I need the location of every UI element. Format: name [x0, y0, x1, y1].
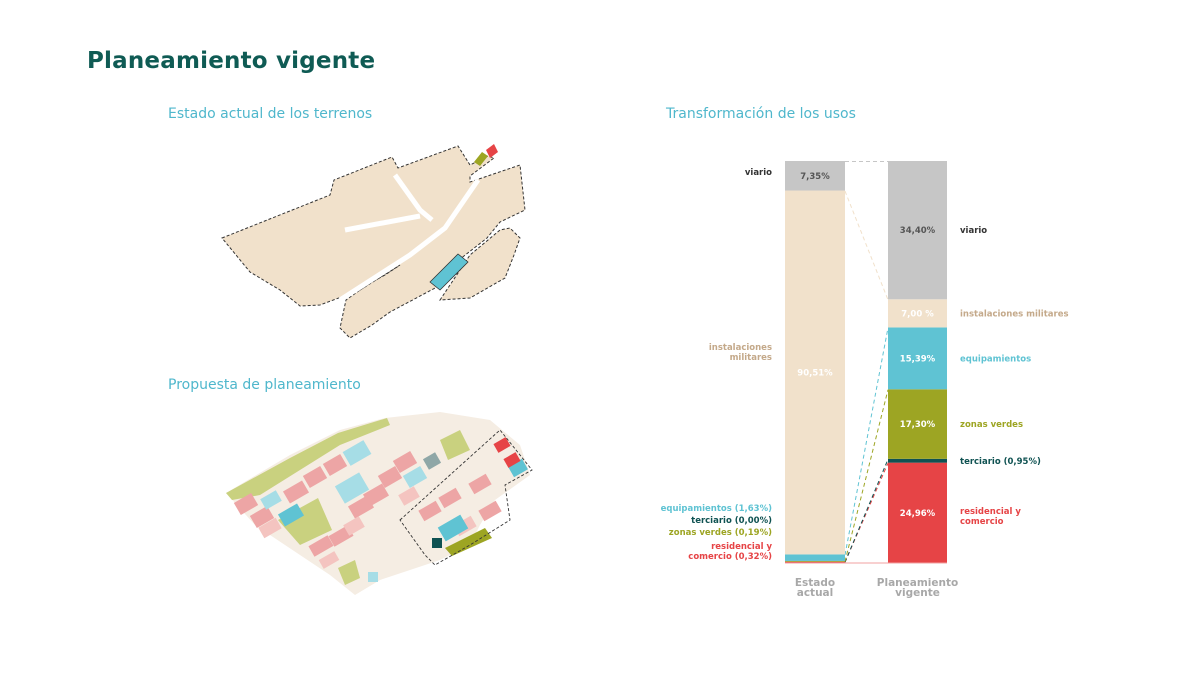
transformacion-title: Transformación de los usos [666, 106, 856, 122]
right-label-militares: instalaciones militares [960, 309, 1069, 319]
left-label-viario: viario [745, 168, 772, 178]
value-label-0-viario: 7,35% [800, 172, 830, 182]
right-label-verdes: zonas verdes [960, 420, 1023, 430]
bar-1-militares [888, 299, 947, 328]
value-label-0-militares: 90,51% [797, 368, 833, 378]
value-label-1-viario: 34,40% [900, 226, 936, 236]
bar-0-verdes [785, 560, 845, 562]
bar-0-viario [785, 161, 845, 191]
value-label-1-residencial: 24,96% [900, 509, 936, 519]
bar-0-equipamientos [785, 554, 845, 561]
bar-1-equipamientos [888, 327, 947, 390]
connector-terciario [844, 459, 889, 563]
value-label-1-militares: 7,00 % [901, 309, 934, 319]
value-label-1-equipamientos: 15,39% [900, 354, 936, 364]
bar-1-residencial [888, 462, 947, 563]
right-label-viario: viario [960, 226, 987, 236]
connector-militares [844, 190, 889, 300]
bar-0-residencial [785, 561, 845, 563]
bar-0-militares [785, 190, 845, 555]
connector-verdes [844, 389, 889, 562]
right-label-equipamientos: equipamientos [960, 354, 1031, 364]
connector-equipamientos [844, 327, 889, 555]
left-label-verdes: zonas verdes (0,19%) [669, 528, 772, 538]
right-label-terciario: terciario (0,95%) [960, 457, 1041, 467]
bar-1-verdes [888, 389, 947, 459]
left-label-terciario: terciario (0,00%) [691, 516, 772, 526]
estado-actual-title: Estado actual de los terrenos [168, 106, 373, 122]
left-label-equipamientos: equipamientos (1,63%) [661, 504, 773, 514]
bar-1-terciario [888, 458, 947, 463]
propuesta-title: Propuesta de planeamiento [168, 377, 361, 393]
bar-1-viario [888, 161, 947, 300]
value-label-1-verdes: 17,30% [900, 420, 936, 430]
page-title: Planeamiento vigente [87, 48, 376, 74]
